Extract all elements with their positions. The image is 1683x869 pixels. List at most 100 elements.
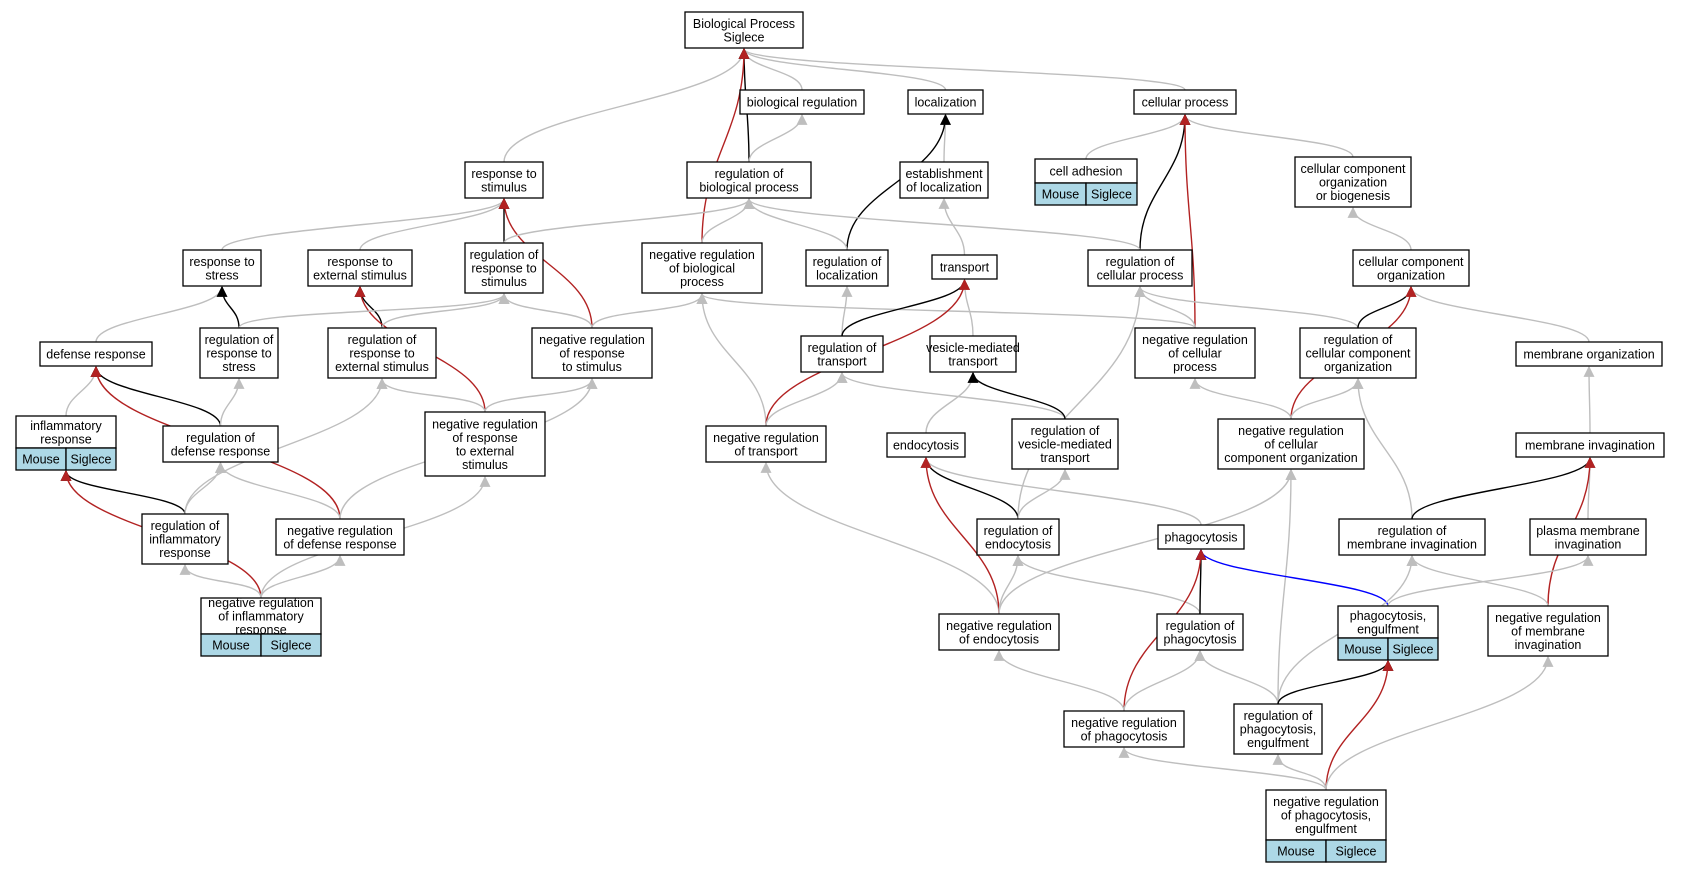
edge-reg_endo-to-endocytosis [920, 456, 1019, 520]
term-box [1352, 249, 1470, 287]
term-box [327, 327, 437, 379]
term-label-line: biological process [699, 180, 798, 194]
edge-reg_phago_eng-to-reg_phago [1194, 649, 1279, 705]
edge-neg_reg_inflam-to-neg_reg_def [260, 554, 346, 599]
term-label-line: inflammatory [149, 533, 221, 547]
gene-label: Siglece [271, 639, 312, 653]
edge-neg_reg_bp-to-root [701, 47, 750, 244]
term-box [1011, 418, 1119, 470]
term-label-line: stress [222, 360, 255, 374]
gene-label: Mouse [1344, 643, 1382, 657]
term-label-line: of biological [669, 262, 735, 276]
term-label-line: Siglece [724, 30, 765, 44]
term-box [464, 161, 544, 199]
term-label-line: of transport [734, 444, 798, 458]
edge-neg_reg_endo-to-reg_endo [998, 554, 1024, 615]
gene-cell [1387, 637, 1439, 661]
edge-resp_stress-to-resp_stim [221, 197, 510, 251]
term-label-line: negative regulation [539, 333, 645, 347]
edge-neg_reg_transport-to-neg_reg_bp [696, 292, 767, 427]
term-label-line: endocytosis [893, 439, 959, 453]
term-node-phago[interactable]: phagocytosis [1157, 524, 1245, 550]
term-node-def_resp[interactable]: defense response [39, 341, 153, 367]
edge-neg_reg_phago_eng-to-neg_reg_phago [1118, 746, 1327, 791]
edge-reg_endo-to-reg_ves [1017, 468, 1071, 520]
term-label-line: response to [206, 347, 271, 361]
term-node-mem_inv[interactable]: membrane invagination [1515, 432, 1665, 458]
term-node-cellproc[interactable]: cellular process [1133, 89, 1237, 115]
term-label-line: engulfment [1357, 622, 1419, 636]
edge-resp_ext-to-resp_stim [359, 197, 510, 251]
term-box [199, 327, 279, 379]
term-label-line: regulation of [1324, 333, 1393, 347]
term-box [464, 242, 544, 294]
term-box [1134, 327, 1256, 379]
gene-label: Siglece [71, 453, 112, 467]
term-label-line: engulfment [1247, 736, 1309, 750]
term-label-line: process [680, 275, 724, 289]
edge-neg_reg_resp_stim-to-resp_stim [498, 197, 593, 329]
term-node-transport[interactable]: transport [931, 254, 998, 280]
edge-reg_loc-to-loc [846, 113, 951, 251]
term-label-line: response to [189, 255, 254, 269]
term-label-line: of response [559, 347, 624, 361]
term-label-line: regulation of [186, 431, 255, 445]
edge-reg_inflam-to-inflam [60, 469, 186, 515]
term-node-loc[interactable]: localization [907, 89, 984, 115]
term-box [1217, 418, 1365, 470]
edge-mem_inv-to-mem_org [1583, 365, 1595, 434]
term-label-line: transport [1040, 451, 1090, 465]
term-label-line: membrane invagination [1525, 439, 1655, 453]
term-node-endocytosis[interactable]: endocytosis [886, 432, 966, 458]
term-node-bioreg[interactable]: biological regulation [739, 89, 865, 115]
term-label-line: regulation of [151, 519, 220, 533]
term-box [1233, 703, 1323, 755]
term-node-mem_org[interactable]: membrane organization [1515, 341, 1663, 367]
term-label-line: transport [817, 354, 867, 368]
edge-endocytosis-to-ves_transport [925, 371, 979, 434]
term-box [1157, 524, 1245, 550]
gene-label: Mouse [1277, 845, 1315, 859]
term-label-line: of endocytosis [959, 632, 1039, 646]
edge-reg_bp-to-bioreg [748, 113, 808, 163]
